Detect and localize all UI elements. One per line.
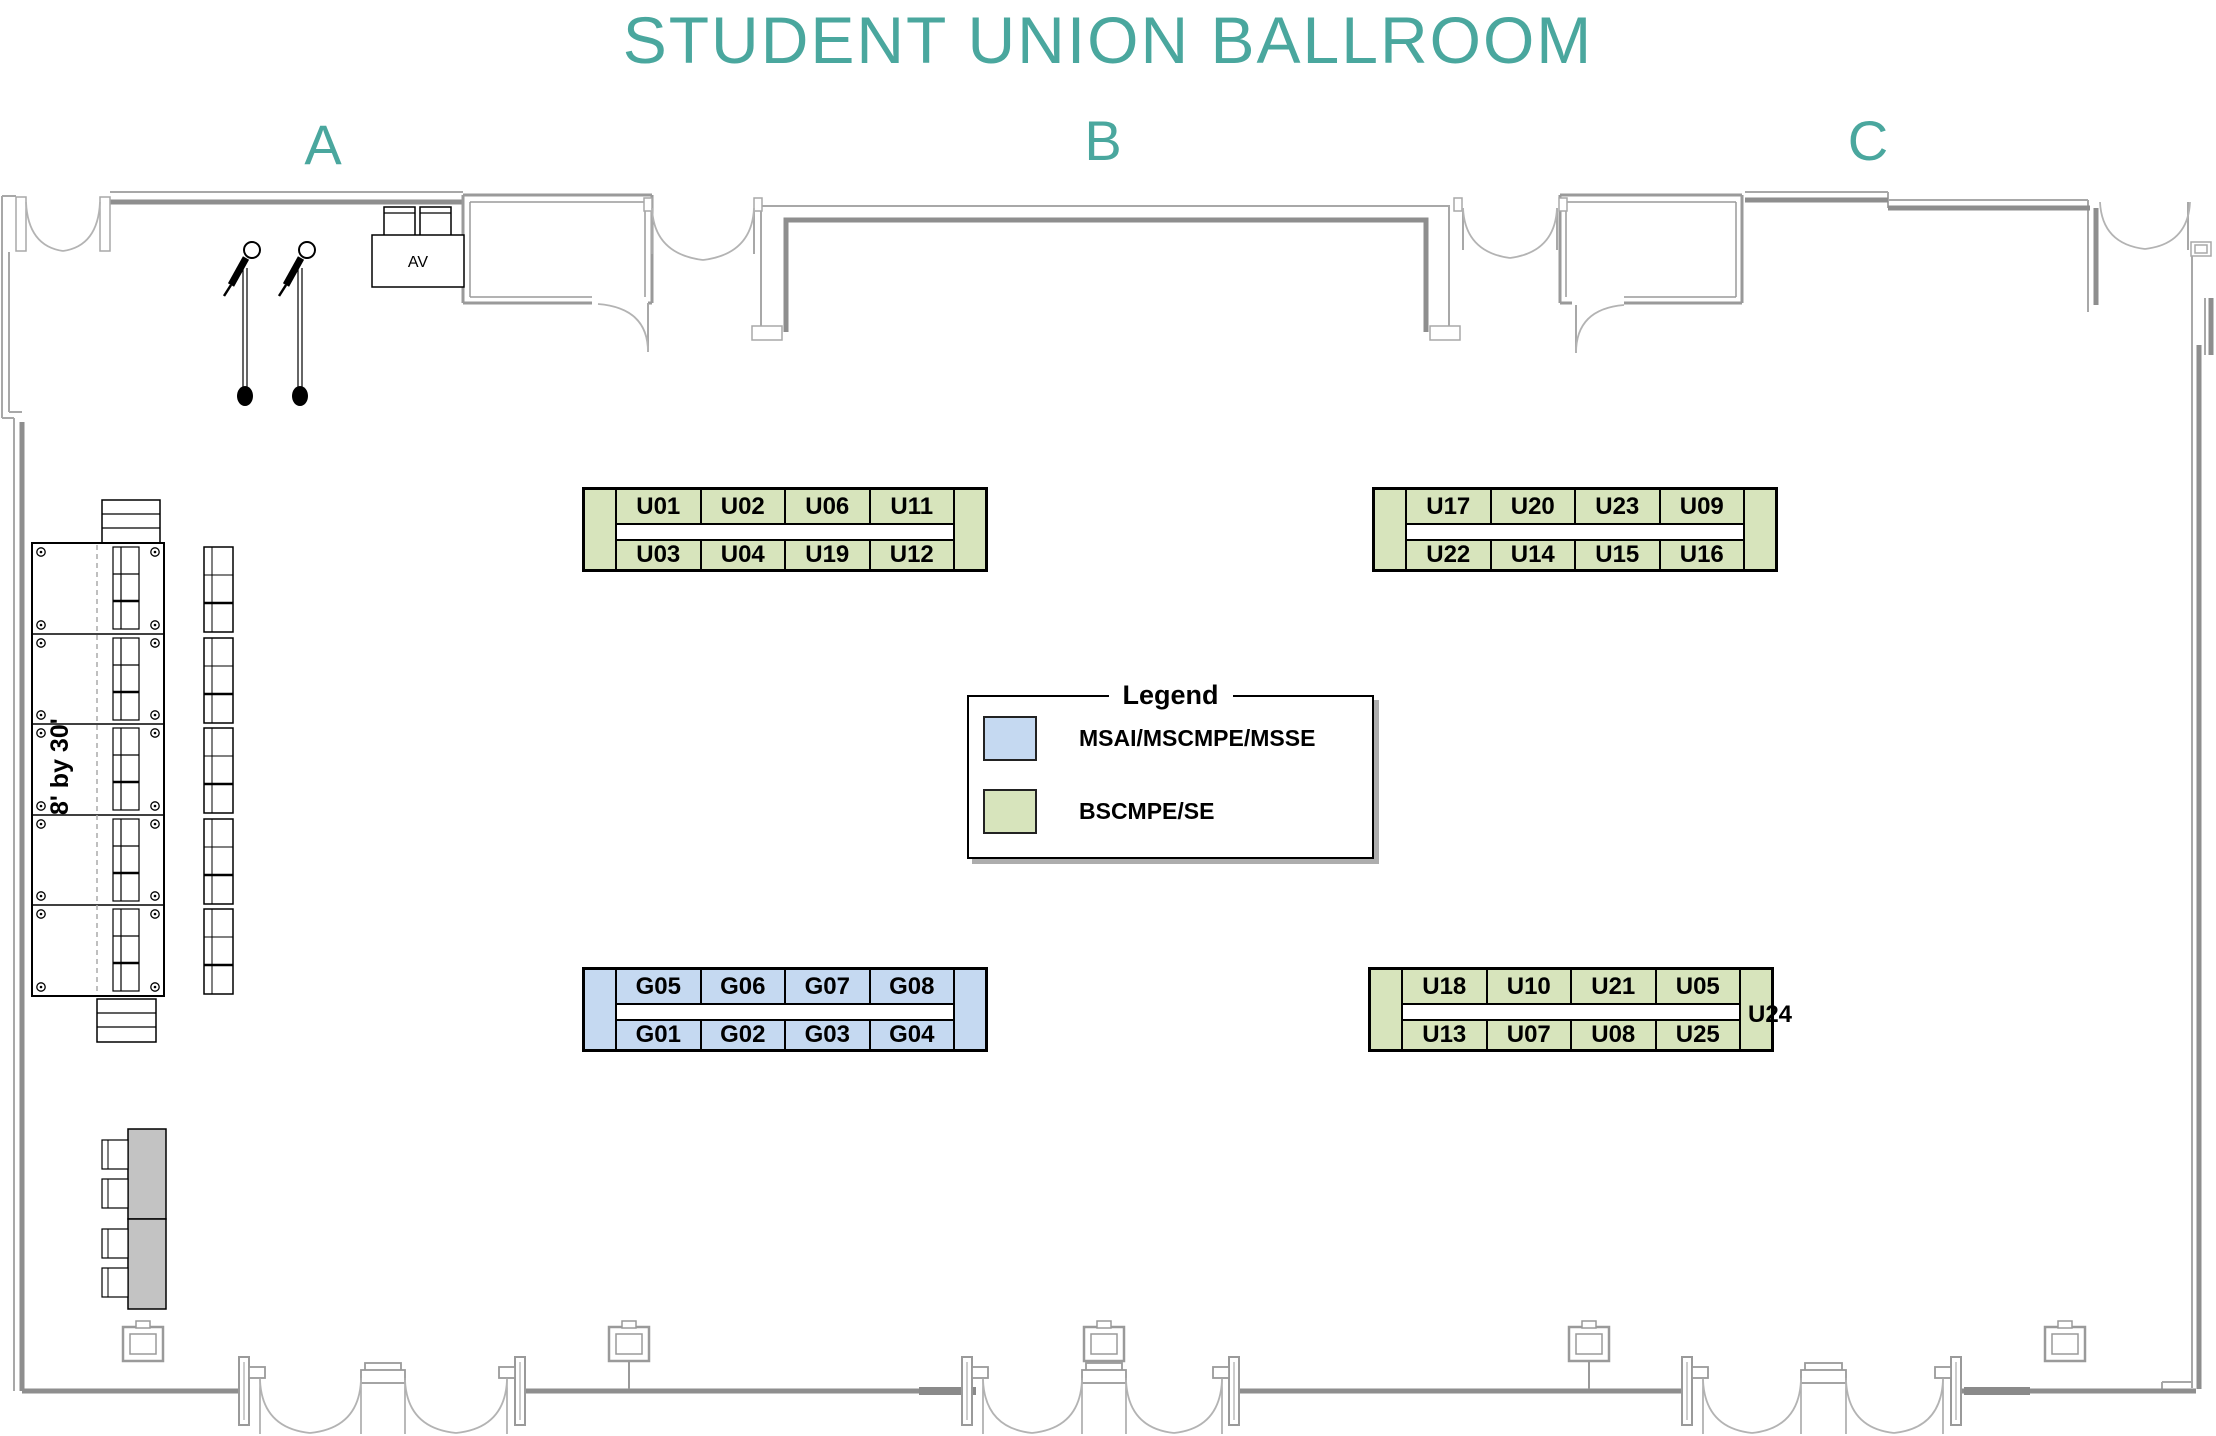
walls	[1, 191, 2214, 1395]
legend-item: BSCMPE/SE	[983, 789, 1214, 834]
booth-cell: U04	[702, 541, 786, 569]
stage-bolts	[36, 547, 160, 992]
booth-cell: G04	[889, 1021, 935, 1048]
booth-cell-u24: U24	[1748, 1001, 1793, 1028]
section-label-a: A	[304, 113, 342, 176]
booth-gap	[1403, 1005, 1739, 1019]
booth-cell: U02	[702, 490, 786, 523]
booth-cell: U10	[1488, 970, 1572, 1003]
page-title: STUDENT UNION BALLROOM	[622, 3, 1594, 77]
booth-cell: U06	[786, 490, 871, 523]
booth-cell: G07	[786, 970, 871, 1003]
booth-group-lower-right: U18 U10 U21 U05 U13 U07 U08 U25	[1368, 967, 1774, 1052]
bottom-doors	[238, 1356, 1962, 1434]
chair-row	[203, 546, 234, 995]
booth-cell: G08	[889, 972, 935, 1000]
booth-cell: U16	[1679, 541, 1724, 568]
booth-cell: U08	[1572, 1021, 1657, 1049]
booth-endcap	[955, 490, 985, 569]
booth-endcap	[1375, 490, 1405, 569]
booth-cell: G05	[617, 970, 702, 1003]
booth-cell: G06	[702, 970, 786, 1003]
booth-group-lower-left: G05 G06 G07 G08 G01 G02 G03 G04	[582, 967, 988, 1052]
booth-cell: G01	[617, 1021, 702, 1049]
booth-cell: G03	[786, 1021, 871, 1049]
storage-rooms	[461, 193, 1744, 305]
section-label-b: B	[1084, 109, 1122, 172]
booth-endcap	[1745, 490, 1775, 569]
booth-cell: U01	[617, 490, 702, 523]
legend-item: MSAI/MSCMPE/MSSE	[983, 716, 1315, 761]
booth-cell: U17	[1407, 490, 1492, 523]
av-label: AV	[408, 254, 428, 271]
booth-endcap	[585, 490, 615, 569]
booth-gap	[617, 1005, 953, 1019]
booth-cell: U18	[1403, 970, 1488, 1003]
booth-cell: U09	[1679, 492, 1724, 520]
booth-cell: G02	[702, 1021, 786, 1049]
booth-cell: U11	[890, 492, 934, 520]
legend: Legend MSAI/MSCMPE/MSSE BSCMPE/SE	[967, 680, 1374, 859]
stage: 8' by 30'	[31, 499, 165, 1043]
booth-gap	[617, 525, 953, 539]
booth-cell: U03	[617, 541, 702, 569]
booth-cell: U15	[1576, 541, 1661, 569]
legend-title: Legend	[1108, 680, 1233, 711]
booth-cell: U22	[1407, 541, 1492, 569]
booth-endcap	[585, 970, 615, 1049]
microphone-icon	[277, 241, 316, 406]
booth-cell: U21	[1572, 970, 1657, 1003]
av-station: AV	[371, 206, 465, 288]
booth-group-upper-left: U01 U02 U06 U11 U03 U04 U19 U12	[582, 487, 988, 572]
section-label-c: C	[1847, 109, 1889, 172]
legend-swatch-blue	[983, 716, 1037, 761]
booth-gap	[1407, 525, 1743, 539]
booth-group-upper-right: U17 U20 U23 U09 U22 U14 U15 U16	[1372, 487, 1778, 572]
legend-item-label: MSAI/MSCMPE/MSSE	[1079, 725, 1316, 751]
gray-tables	[101, 1128, 167, 1310]
booth-cell: U23	[1576, 490, 1661, 523]
stage-size-label: 8' by 30'	[46, 718, 74, 815]
booth-cell: U07	[1488, 1021, 1572, 1049]
booth-cell: U13	[1403, 1021, 1488, 1049]
booth-cell: U05	[1675, 972, 1720, 1000]
legend-item-label: BSCMPE/SE	[1079, 798, 1215, 824]
sign-markers	[121, 1320, 2087, 1389]
microphone-icon	[222, 241, 261, 406]
booth-endcap	[1371, 970, 1401, 1049]
legend-swatch-green	[983, 789, 1037, 834]
booth-cell: U19	[786, 541, 871, 569]
doors	[15, 196, 2212, 354]
booth-endcap	[955, 970, 985, 1049]
booth-cell: U20	[1492, 490, 1576, 523]
booth-cell: U25	[1675, 1021, 1720, 1048]
booth-cell: U12	[889, 541, 934, 568]
booth-cell: U14	[1492, 541, 1576, 569]
